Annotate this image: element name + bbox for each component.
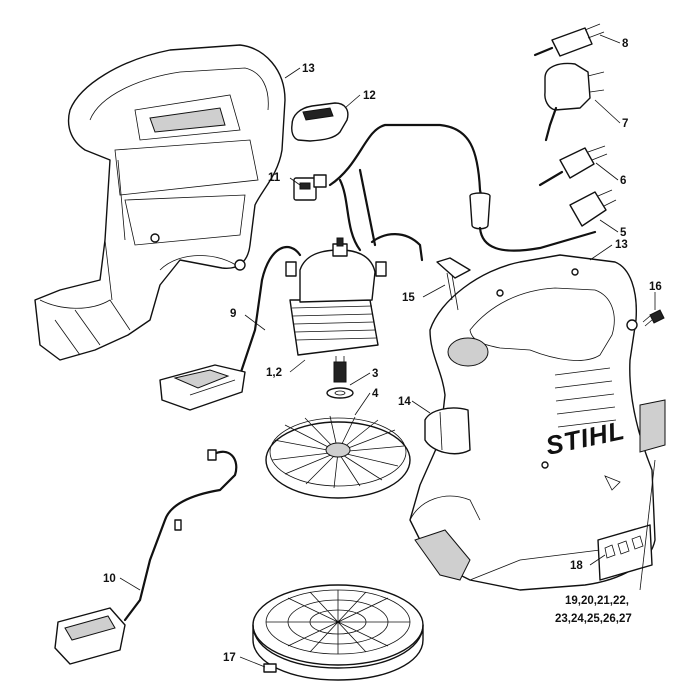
callout-10: 10 — [103, 573, 116, 585]
plug-7-part[interactable] — [544, 62, 605, 142]
callout-11: 11 — [268, 172, 281, 184]
callout-9: 9 — [230, 308, 236, 320]
callout-13-front: 13 — [615, 239, 628, 251]
plug-8-part[interactable] — [533, 23, 605, 57]
screw-part[interactable] — [642, 309, 665, 327]
callout-18: 18 — [570, 560, 583, 572]
callout-leaders — [119, 34, 656, 668]
callout-13-rear: 13 — [302, 63, 315, 75]
fan-impeller-part[interactable] — [265, 415, 411, 499]
callout-19-22: 19,20,21,22, — [565, 595, 629, 607]
deflector-part[interactable] — [424, 407, 471, 455]
callout-labels: 13 12 11 8 7 6 5 13 16 15 9 1,2 3 4 14 1… — [103, 38, 662, 664]
cord-sleeve-part[interactable] — [469, 192, 597, 252]
rear-housing-part[interactable] — [34, 44, 286, 361]
callout-12: 12 — [363, 90, 376, 102]
plug-6-part[interactable] — [538, 145, 608, 187]
cord-wiring — [238, 123, 484, 377]
motor-part[interactable] — [285, 237, 387, 383]
electronic-module-part[interactable] — [159, 364, 246, 411]
callout-5: 5 — [620, 227, 627, 239]
switch-slide-part[interactable] — [291, 102, 349, 142]
intake-grille-part[interactable] — [252, 584, 424, 681]
callout-7: 7 — [622, 118, 628, 130]
carbon-brush-part[interactable] — [436, 257, 471, 311]
washer-part[interactable] — [326, 387, 354, 399]
callout-3: 3 — [372, 368, 378, 380]
label-set-part[interactable] — [639, 399, 666, 453]
callout-8: 8 — [622, 38, 629, 50]
callout-23-27: 23,24,25,26,27 — [555, 613, 632, 625]
switch-part[interactable] — [293, 174, 327, 201]
callout-17: 17 — [223, 652, 236, 664]
callout-14: 14 — [398, 396, 411, 408]
plug-5-part[interactable] — [569, 189, 617, 227]
callout-6: 6 — [620, 175, 626, 187]
warning-label-part[interactable] — [597, 524, 653, 581]
callout-1-2: 1,2 — [266, 367, 282, 379]
callout-15: 15 — [402, 292, 415, 304]
callout-4: 4 — [372, 388, 379, 400]
callout-16: 16 — [649, 281, 662, 293]
cable-harness-part[interactable] — [54, 449, 238, 665]
